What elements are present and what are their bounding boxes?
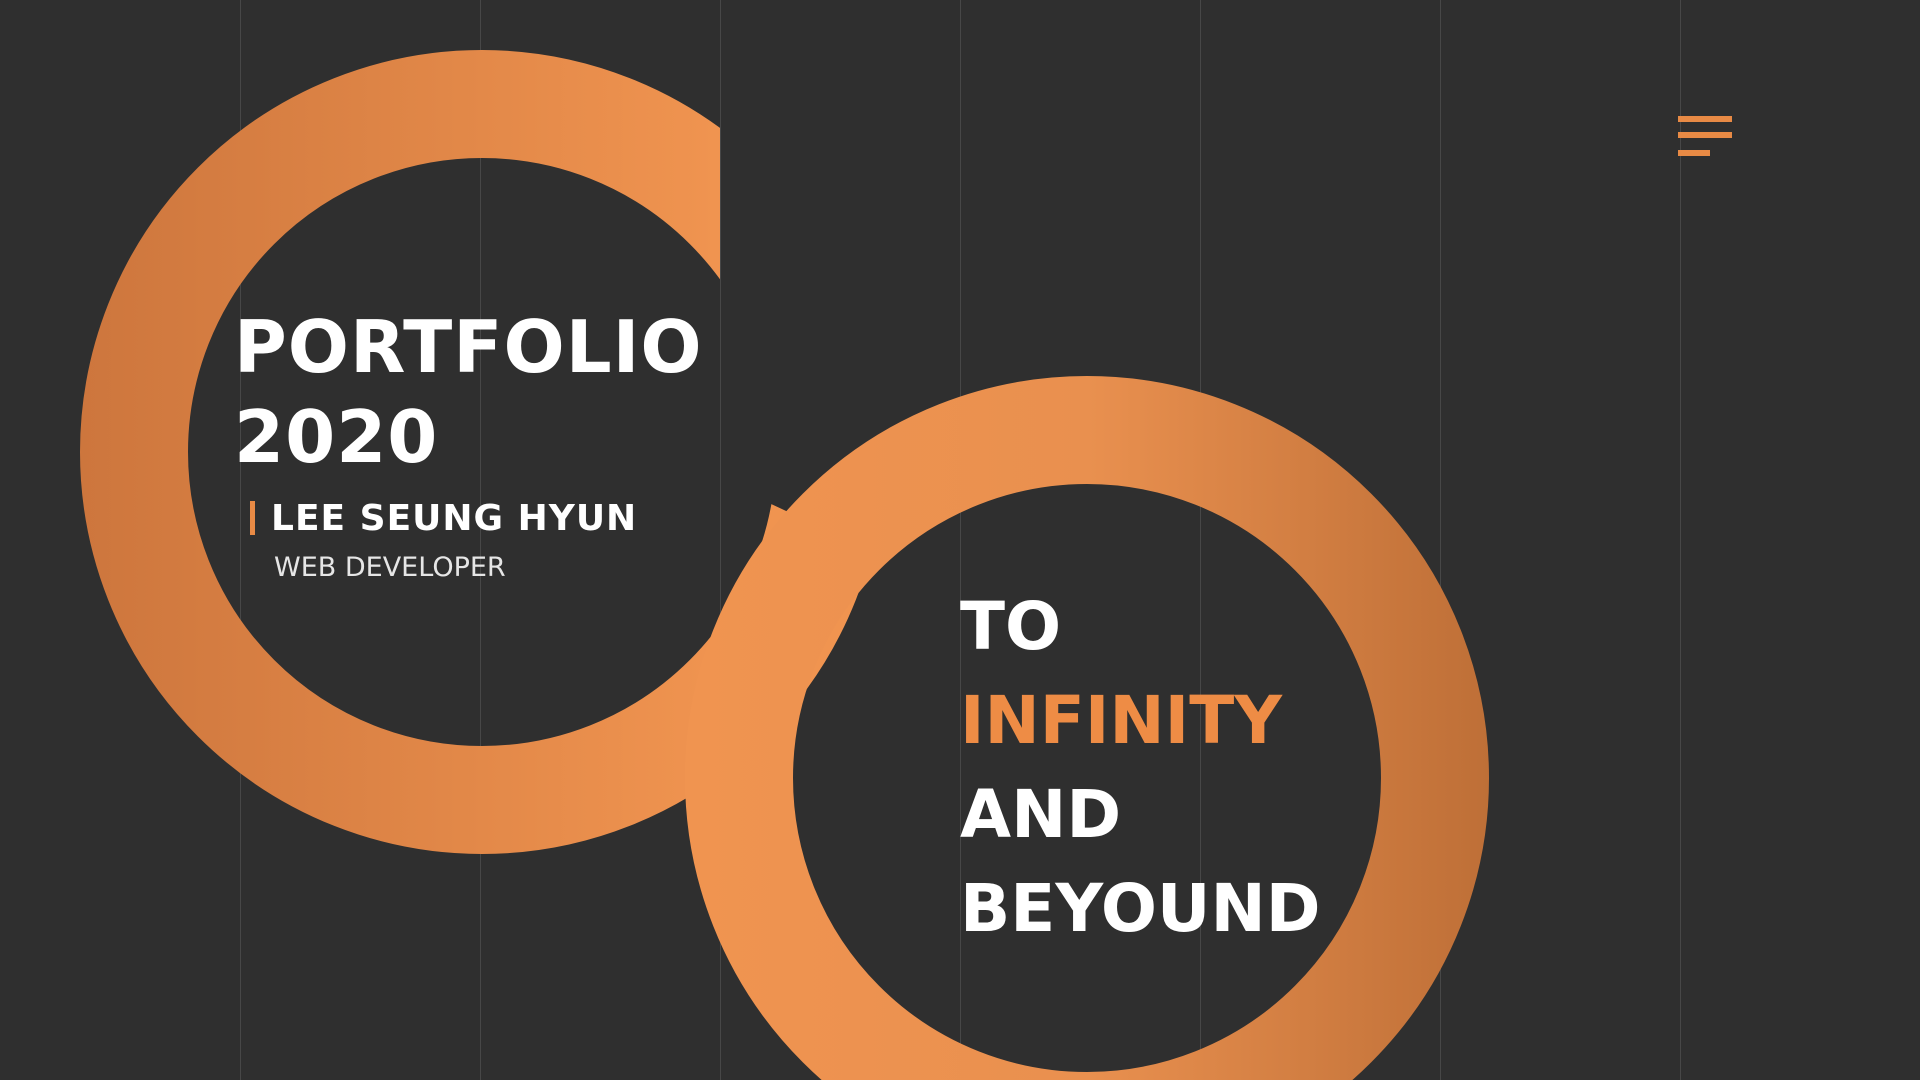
grid-line: [960, 0, 961, 1080]
grid-line: [1680, 0, 1681, 1080]
ring-right: [685, 376, 1489, 1080]
slogan-line2: INFINITY: [960, 682, 1283, 759]
grid-line: [720, 0, 721, 1080]
slogan-line4: BEYOUND: [960, 870, 1321, 947]
menu-bar: [1678, 150, 1710, 156]
slogan: TO INFINITY AND BEYOUND: [960, 580, 1321, 956]
portfolio-title-line1: PORTFOLIO: [234, 305, 703, 389]
menu-bar: [1678, 116, 1732, 122]
portfolio-title-line2: 2020: [234, 395, 439, 479]
slogan-line3: AND: [960, 776, 1122, 853]
name-accent-bar: [250, 501, 255, 535]
author-name: LEE SEUNG HYUN: [271, 497, 638, 539]
menu-bar: [1678, 132, 1732, 138]
grid-line: [480, 0, 481, 1080]
grid-line: [240, 0, 241, 1080]
portfolio-title: PORTFOLIO 2020: [234, 302, 703, 482]
grid-line: [1200, 0, 1201, 1080]
menu-button[interactable]: [1678, 114, 1734, 162]
slogan-line1: TO: [960, 588, 1062, 665]
author-role: WEB DEVELOPER: [274, 552, 506, 583]
grid-line: [1440, 0, 1441, 1080]
author-name-row: LEE SEUNG HYUN: [250, 496, 637, 540]
